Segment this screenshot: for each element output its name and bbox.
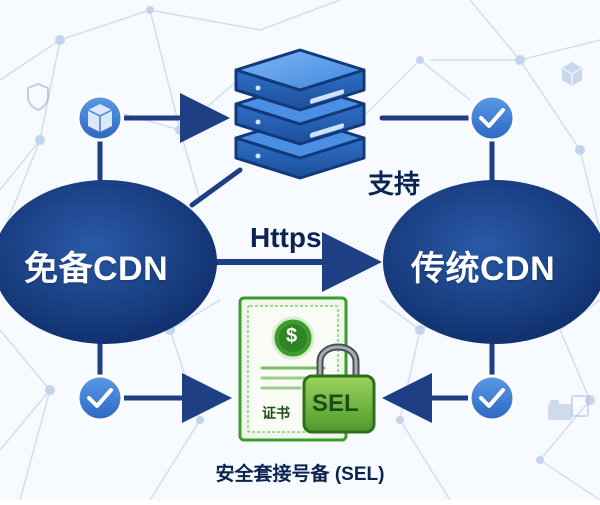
check-icon <box>468 374 516 422</box>
server-icon <box>234 48 366 180</box>
check-icon <box>76 374 124 422</box>
lock-icon <box>302 343 376 434</box>
background-shield-icon <box>27 82 49 112</box>
background-folder-icon <box>548 400 572 420</box>
background-doc-icon <box>571 395 589 417</box>
check-icon <box>76 94 124 142</box>
check-icon <box>468 94 516 142</box>
left-node-ellipse <box>0 180 217 344</box>
background-box-icon <box>561 62 583 86</box>
right-node-ellipse <box>383 180 600 344</box>
